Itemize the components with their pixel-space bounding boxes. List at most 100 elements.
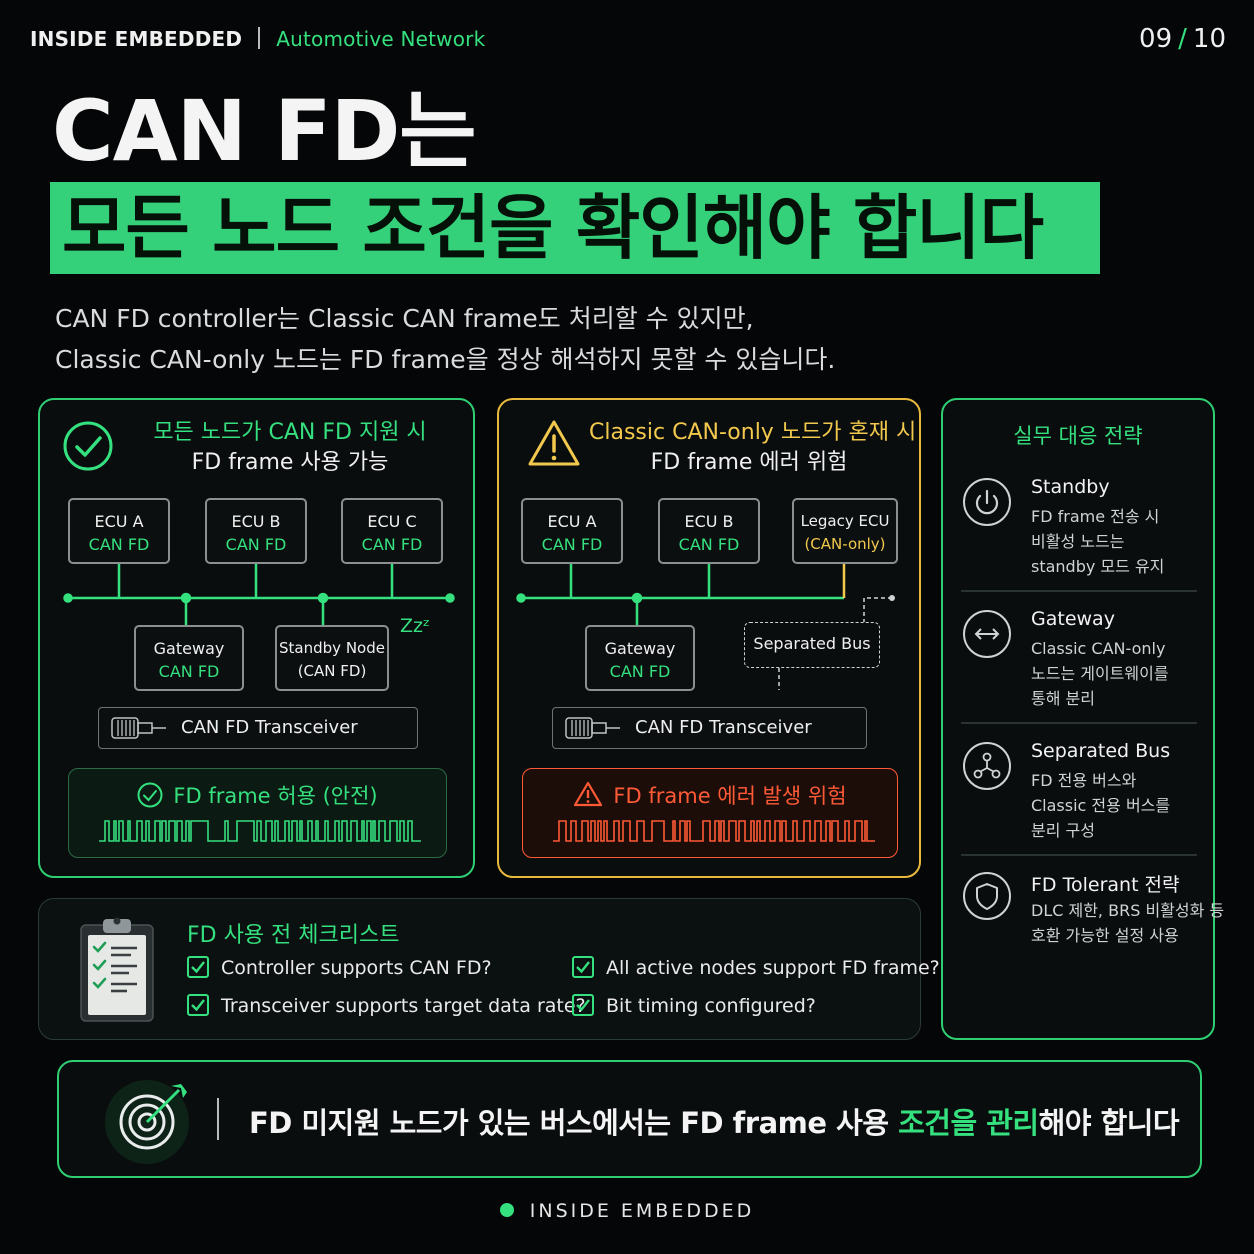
page-title-line1: CAN FD는 — [52, 82, 477, 180]
result-safe-title: FD frame 허용 (안전) — [69, 769, 446, 811]
checklist-item[interactable]: Transceiver supports target data rate? — [187, 994, 586, 1017]
conclusion-highlight: 조건을 관리 — [898, 1106, 1039, 1140]
panel-all-fd: 모든 노드가 CAN FD 지원 시 FD frame 사용 가능 ECU A … — [38, 398, 475, 878]
node-type: CAN FD — [225, 535, 287, 554]
node-name: ECU A — [547, 512, 597, 531]
header-divider — [258, 27, 261, 49]
panel-mixed-title-line2: FD frame 에러 위험 — [650, 450, 848, 475]
intro-text: CAN FD controller는 Classic CAN frame도 처리… — [55, 298, 835, 380]
warning-triangle-icon — [574, 781, 603, 807]
conclusion-part2: 해야 합니다 — [1038, 1106, 1180, 1140]
network-nodes-icon — [963, 742, 1011, 790]
panel-mixed-nodes: Classic CAN-only 노드가 혼재 시 FD frame 에러 위험… — [497, 398, 921, 878]
bus-wiring — [63, 564, 455, 625]
strategy-desc-line: FD frame 전송 시 — [1031, 507, 1160, 526]
transceiver-label: CAN FD Transceiver — [635, 717, 812, 738]
checklist-item-label: Controller supports CAN FD? — [221, 957, 492, 979]
page-separator: / — [1178, 24, 1187, 54]
node-type: CAN FD — [541, 535, 603, 554]
transceiver-box: CAN FD Transceiver — [552, 707, 867, 749]
checklist-item-label: Bit timing configured? — [606, 995, 816, 1017]
conclusion-part1: FD 미지원 노드가 있는 버스에서는 FD frame 사용 — [249, 1106, 899, 1140]
strategy-desc-line: FD 전용 버스와 — [1031, 771, 1137, 790]
checkbox-checked[interactable] — [187, 994, 209, 1016]
strategy-desc-line: 분리 구성 — [1031, 821, 1095, 840]
check-circle-icon — [63, 421, 113, 471]
strategy-desc-line: 비활성 노드는 — [1031, 532, 1125, 551]
conclusion-banner: FD 미지원 노드가 있는 버스에서는 FD frame 사용 조건을 관리해야… — [57, 1060, 1202, 1178]
sleep-indicator: Zzᶻ — [400, 615, 430, 637]
transceiver-cable-icon — [565, 717, 620, 739]
power-icon — [963, 478, 1011, 526]
node-type: CAN FD — [609, 662, 671, 681]
node-type: CAN FD — [361, 535, 423, 554]
panel-all-fd-title-line2: FD frame 사용 가능 — [191, 450, 389, 475]
conclusion-text: FD 미지원 노드가 있는 버스에서는 FD frame 사용 조건을 관리해야… — [249, 1100, 1180, 1142]
panel-all-fd-title: 모든 노드가 CAN FD 지원 시 FD frame 사용 가능 — [130, 418, 450, 478]
node-name: Gateway — [604, 639, 676, 658]
node-ecu-a: ECU A CAN FD — [521, 498, 623, 564]
checklist-item[interactable]: Controller supports CAN FD? — [187, 956, 492, 979]
signal-waveform — [99, 820, 421, 842]
result-error-label: FD frame 에러 발생 위험 — [613, 784, 847, 808]
node-type: (CAN-only) — [804, 535, 886, 553]
node-name: ECU A — [94, 512, 144, 531]
divider — [961, 854, 1197, 856]
page-title-line2: 모든 노드 조건을 확인해야 합니다 — [50, 182, 1100, 274]
panel-mixed-title-line1: Classic CAN-only 노드가 혼재 시 — [589, 420, 917, 445]
footer-brand-name: INSIDE EMBEDDED — [529, 1200, 755, 1222]
checklist-item[interactable]: Bit timing configured? — [572, 994, 816, 1017]
panel-all-fd-title-line1: 모든 노드가 CAN FD 지원 시 — [153, 420, 427, 445]
strategy-desc: FD frame 전송 시 비활성 노드는 standby 모드 유지 — [1031, 504, 1164, 579]
page-current: 09 — [1139, 24, 1173, 54]
node-name: Legacy ECU — [800, 512, 890, 530]
panel-strategy: 실무 대응 전략 Standby FD frame 전송 시 비활성 노드는 s… — [941, 398, 1224, 1040]
strategy-gateway: Gateway Classic CAN-only 노드는 게이트웨이를 통해 분… — [959, 608, 1199, 708]
clipboard-icon — [80, 917, 154, 1022]
node-type: (CAN FD) — [297, 662, 367, 680]
intro-line2: Classic CAN-only 노드는 FD frame을 정상 해석하지 못… — [55, 345, 836, 374]
strategy-desc-line: standby 모드 유지 — [1031, 557, 1165, 576]
target-icon — [105, 1080, 189, 1164]
checkbox-checked[interactable] — [572, 956, 594, 978]
transceiver-cable-icon — [111, 717, 166, 739]
node-name: Standby Node — [279, 639, 385, 657]
node-ecu-a: ECU A CAN FD — [68, 498, 170, 564]
checklist-item[interactable]: All active nodes support FD frame? — [572, 956, 940, 979]
strategy-desc: DLC 제한, BRS 비활성화 등 호환 가능한 설정 사용 — [1031, 898, 1224, 948]
divider — [961, 722, 1197, 724]
category-label: Automotive Network — [276, 27, 486, 51]
strategy-name: FD Tolerant 전략 — [1031, 874, 1180, 896]
node-gateway: Gateway CAN FD — [134, 625, 244, 691]
bidirectional-arrow-icon — [963, 610, 1011, 658]
transceiver-box: CAN FD Transceiver — [98, 707, 418, 749]
node-legacy-ecu: Legacy ECU (CAN-only) — [792, 498, 898, 564]
strategy-desc-line: 노드는 게이트웨이를 — [1031, 664, 1169, 683]
intro-line1: CAN FD controller는 Classic CAN frame도 처리… — [55, 304, 754, 333]
strategy-name: Gateway — [1031, 608, 1115, 630]
panel-checklist: FD 사용 전 체크리스트 Controller supports CAN FD… — [38, 898, 940, 1040]
strategy-desc-line: DLC 제한, BRS 비활성화 등 — [1031, 901, 1225, 920]
result-safe-label: FD frame 허용 (안전) — [173, 784, 378, 808]
node-name: ECU B — [231, 512, 281, 531]
node-type: CAN FD — [678, 535, 740, 554]
node-ecu-c: ECU C CAN FD — [341, 498, 443, 564]
checklist-item-label: All active nodes support FD frame? — [606, 957, 940, 979]
checkbox-checked[interactable] — [572, 994, 594, 1016]
checklist-title: FD 사용 전 체크리스트 — [187, 923, 400, 948]
strategy-fd-tolerant: FD Tolerant 전략 DLC 제한, BRS 비활성화 등 호환 가능한… — [959, 870, 1224, 960]
shield-icon — [963, 872, 1011, 920]
strategy-name: Separated Bus — [1031, 740, 1171, 762]
strategy-desc-line: 호환 가능한 설정 사용 — [1031, 926, 1179, 945]
strategy-title: 실무 대응 전략 — [1013, 424, 1143, 448]
page-indicator: 09/10 — [1139, 24, 1226, 54]
node-ecu-b: ECU B CAN FD — [205, 498, 307, 564]
node-ecu-b: ECU B CAN FD — [658, 498, 760, 564]
result-error: FD frame 에러 발생 위험 — [522, 768, 898, 858]
banner-divider — [217, 1098, 219, 1140]
node-type: CAN FD — [158, 662, 220, 681]
node-name: ECU C — [367, 512, 417, 531]
checkbox-checked[interactable] — [187, 956, 209, 978]
strategy-desc-line: 통해 분리 — [1031, 689, 1095, 708]
